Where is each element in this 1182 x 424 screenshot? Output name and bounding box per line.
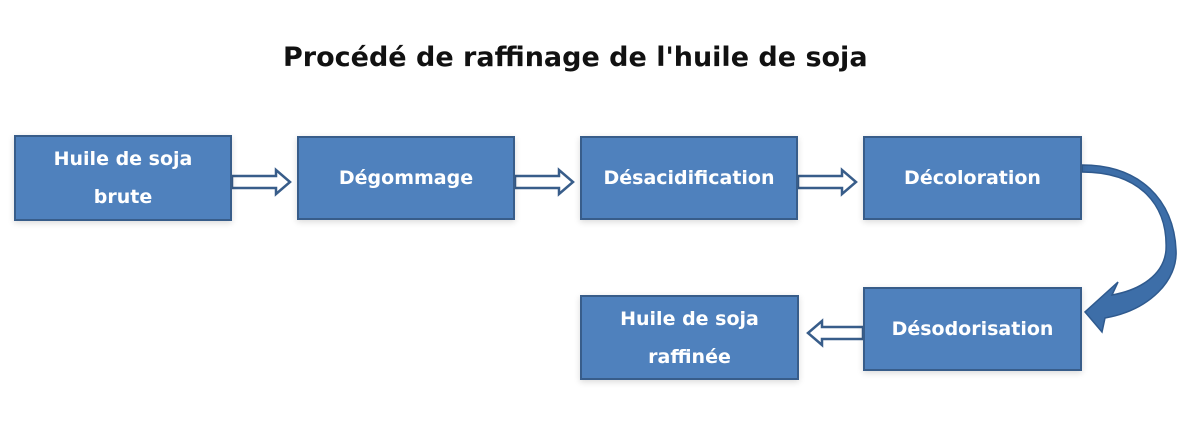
step-deacidification: Désacidification — [580, 136, 798, 220]
arrow-1-icon — [230, 167, 292, 197]
step-crude-oil: Huile de soja brute — [14, 135, 232, 221]
arrow-3-icon — [796, 167, 858, 197]
step-deodorization: Désodorisation — [863, 287, 1082, 371]
arrow-4-icon — [806, 318, 865, 348]
step-bleaching: Décoloration — [863, 136, 1082, 220]
step-refined-oil: Huile de soja raffinée — [580, 295, 799, 380]
curved-arrow-icon — [1081, 164, 1177, 334]
diagram-title: Procédé de raffinage de l'huile de soja — [283, 42, 868, 73]
arrow-2-icon — [513, 167, 575, 197]
step-degumming: Dégommage — [297, 136, 515, 220]
